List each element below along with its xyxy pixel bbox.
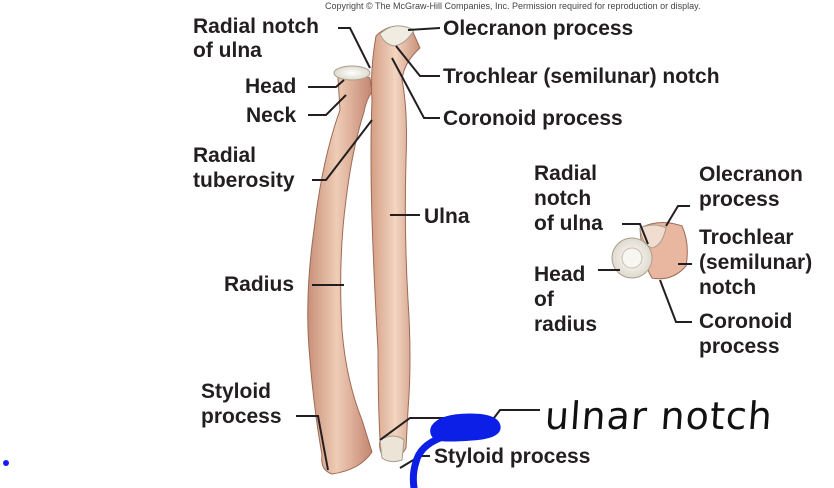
label-head: Head bbox=[245, 75, 297, 98]
label-radial-notch-line2: of ulna bbox=[193, 39, 262, 62]
blue-annotation bbox=[409, 413, 501, 488]
radius-bone bbox=[307, 73, 373, 475]
inset-figure bbox=[598, 205, 692, 323]
inset-label-head-line3: radius bbox=[534, 313, 598, 336]
inset-label-radial-notch-line2: notch bbox=[534, 187, 592, 210]
distal-radius-cartilage bbox=[379, 435, 405, 463]
radius-head bbox=[333, 65, 371, 81]
label-radial-tuberosity-line1: Radial bbox=[193, 144, 257, 167]
label-styloid-right: Styloid process bbox=[434, 445, 591, 468]
inset-label-olecranon-line1: Olecranon bbox=[699, 163, 803, 186]
label-radius: Radius bbox=[224, 273, 295, 296]
label-olecranon-process: Olecranon process bbox=[443, 17, 634, 40]
label-styloid-left-line2: process bbox=[201, 405, 282, 428]
inset-label-radial-notch-line1: Radial bbox=[534, 162, 598, 185]
label-neck: Neck bbox=[246, 104, 297, 127]
copyright-notice: Copyright © The McGraw-Hill Companies, I… bbox=[325, 1, 701, 11]
inset-label-head-line2: of bbox=[534, 288, 554, 311]
ulna-bone bbox=[370, 25, 421, 461]
olecranon-cartilage bbox=[379, 25, 415, 47]
inset-label-radial-notch-line3: of ulna bbox=[534, 212, 603, 235]
inset-label-coronoid-line1: Coronoid bbox=[699, 310, 793, 333]
leader-lines bbox=[296, 27, 540, 471]
label-ulna: Ulna bbox=[424, 205, 470, 228]
label-coronoid-process: Coronoid process bbox=[443, 107, 623, 130]
label-radial-notch-line1: Radial notch bbox=[193, 15, 320, 38]
inset-label-trochlear-line2: (semilunar) bbox=[699, 251, 813, 274]
label-radial-tuberosity-line2: tuberosity bbox=[193, 169, 295, 192]
label-trochlear-notch: Trochlear (semilunar) notch bbox=[443, 65, 720, 88]
inset-label-trochlear-line3: notch bbox=[699, 276, 757, 299]
handwritten-ulnar-notch: ulnar notch bbox=[543, 394, 775, 438]
blue-dot-mark bbox=[3, 460, 9, 466]
inset-label-head-line1: Head bbox=[534, 263, 586, 286]
label-styloid-left-line1: Styloid bbox=[201, 380, 272, 403]
inset-label-coronoid-line2: process bbox=[699, 335, 780, 358]
inset-label-olecranon-line2: process bbox=[699, 188, 780, 211]
inset-label-trochlear-line1: Trochlear bbox=[699, 226, 794, 249]
